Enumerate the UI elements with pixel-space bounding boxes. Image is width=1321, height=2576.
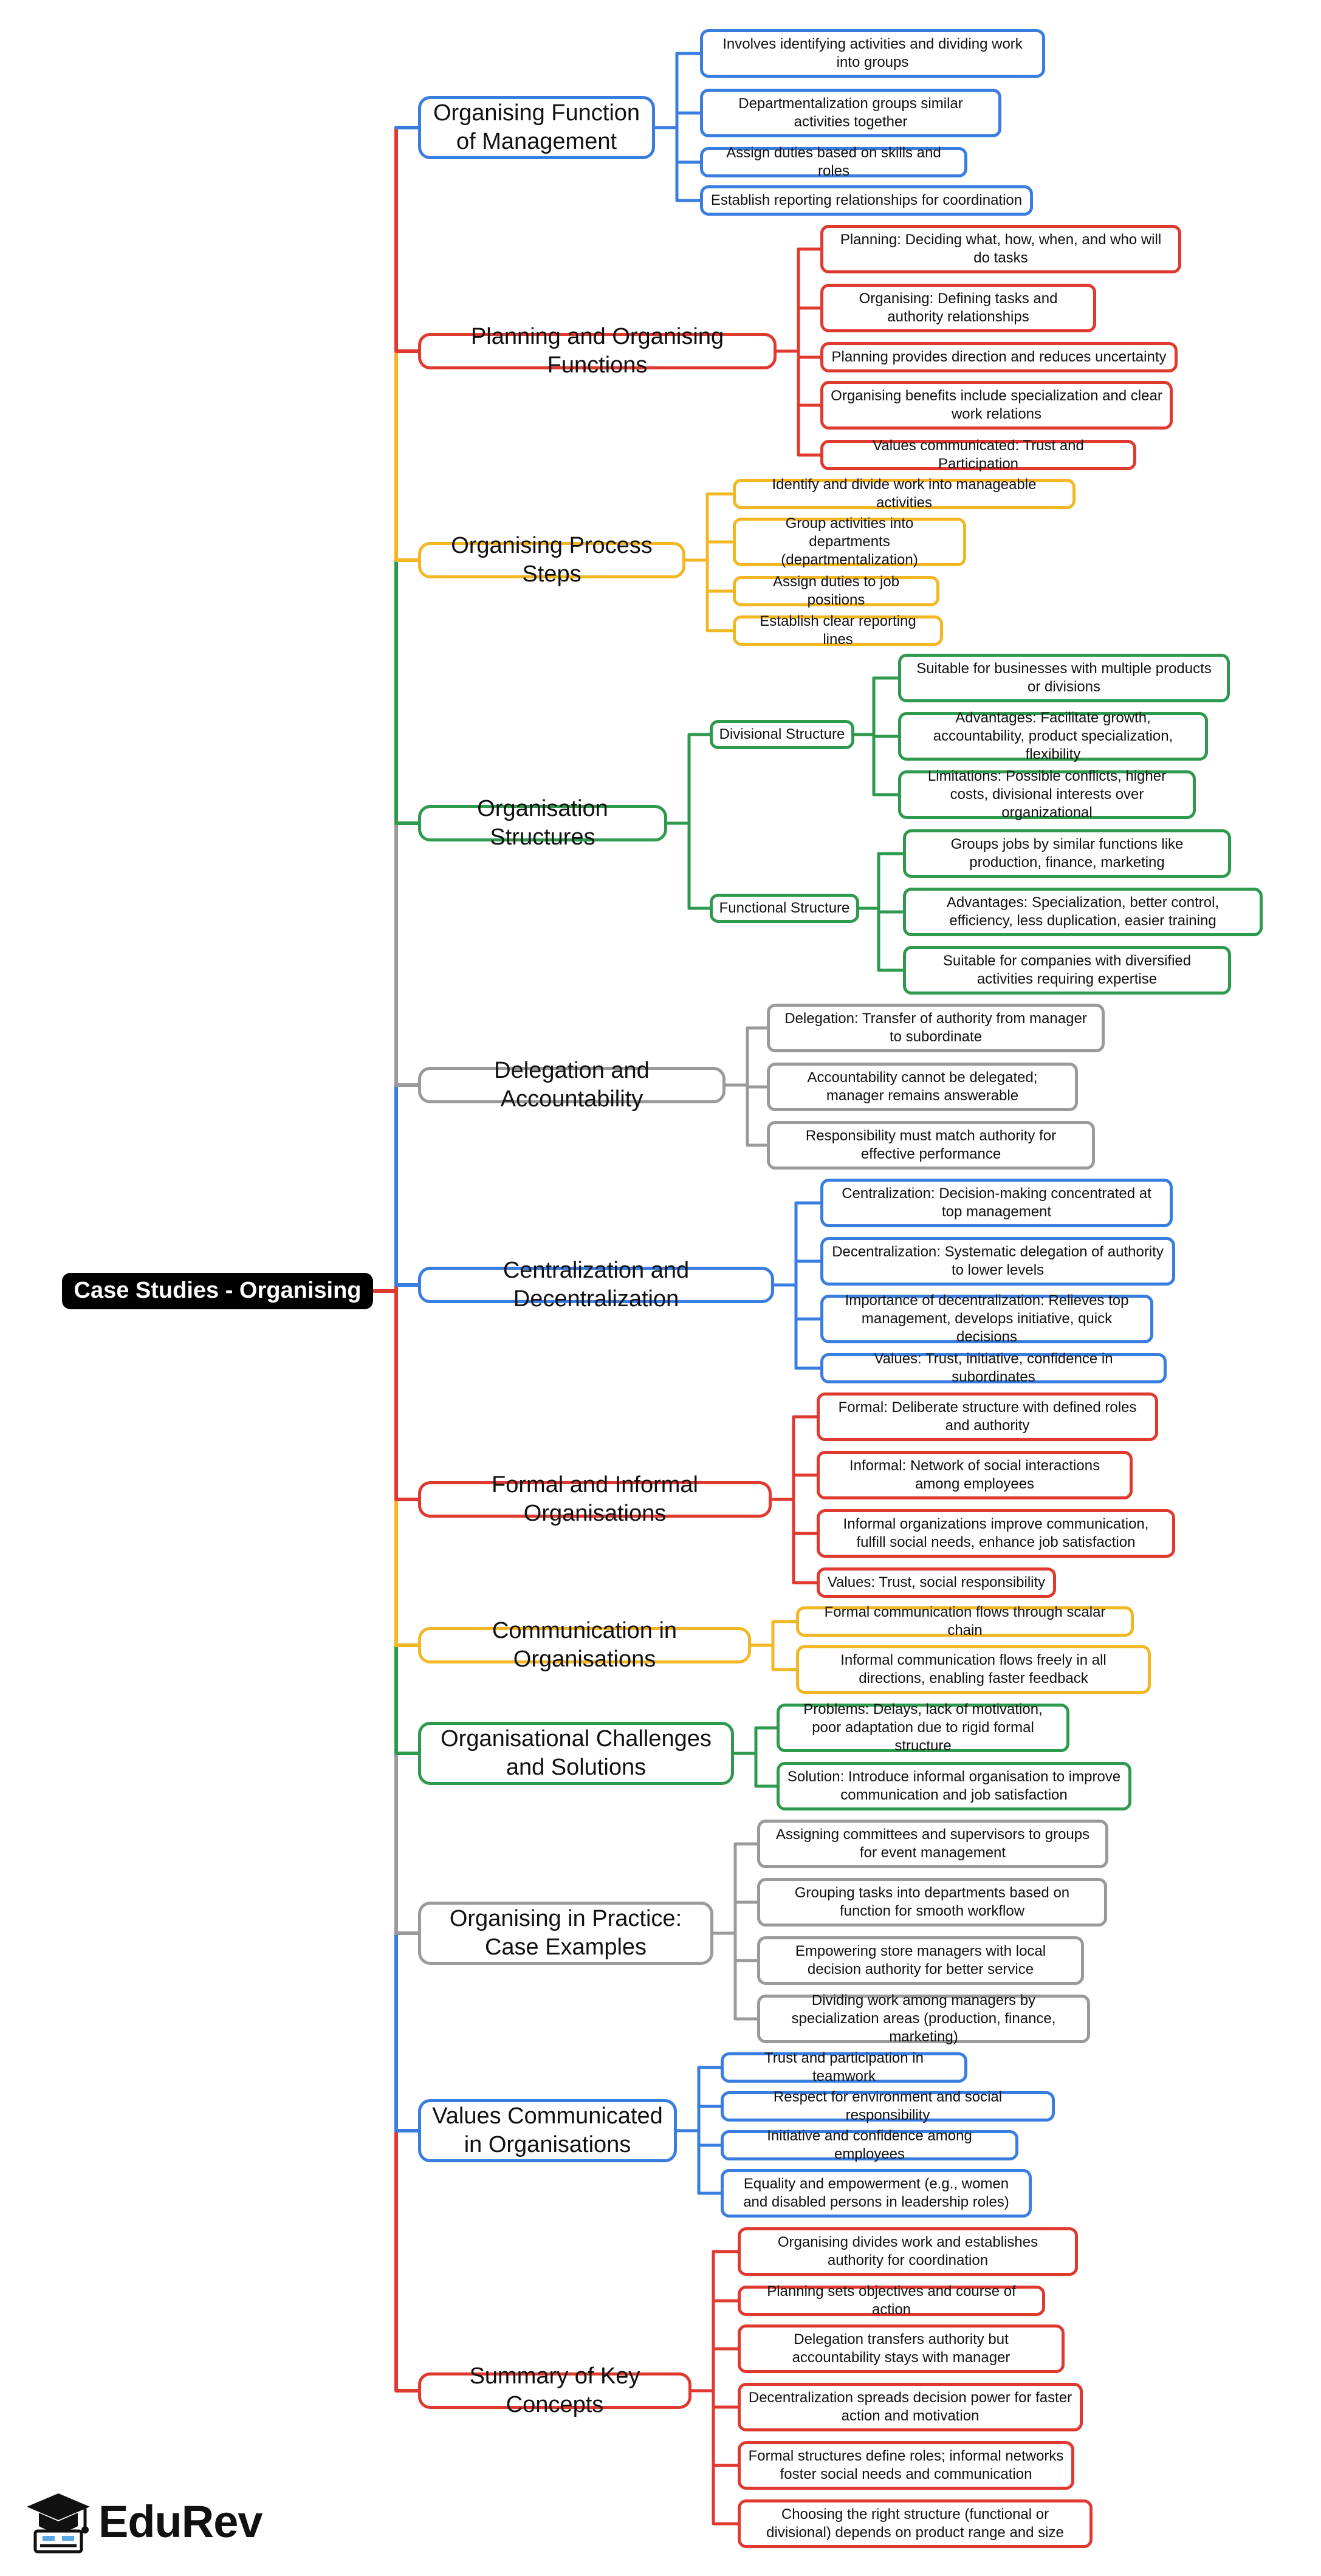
edurev-logo: EduRev	[22, 2489, 277, 2555]
leaf-node: Dividing work among managers by speciali…	[757, 1992, 1090, 2045]
topic-node: Organising in Practice: Case Examples	[418, 1902, 713, 1965]
leaf-node: Respect for environment and social respo…	[721, 2089, 1055, 2123]
topic-node: Formal and Informal Organisations	[418, 1472, 772, 1526]
leaf-node: Grouping tasks into departments based on…	[757, 1878, 1107, 1927]
leaf-node: Planning provides direction and reduces …	[820, 342, 1178, 372]
leaf-node: Values: Trust, initiative, confidence in…	[820, 1351, 1167, 1385]
leaf-node: Suitable for companies with diversified …	[903, 946, 1231, 995]
topic-node: Summary of Key Concepts	[418, 2363, 691, 2417]
leaf-node: Values communicated: Trust and Participa…	[820, 437, 1136, 472]
leaf-node: Assign duties based on skills and roles	[700, 145, 967, 179]
leaf-node: Informal organizations improve communica…	[817, 1509, 1175, 1558]
leaf-node: Suitable for businesses with multiple pr…	[898, 654, 1230, 702]
leaf-node: Empowering store managers with local dec…	[757, 1936, 1084, 1985]
leaf-node: Formal communication flows through scala…	[796, 1604, 1134, 1639]
leaf-node: Informal: Network of social interactions…	[817, 1451, 1133, 1499]
leaf-node: Equality and empowerment (e.g., women an…	[721, 2169, 1032, 2218]
leaf-node: Formal: Deliberate structure with define…	[817, 1392, 1158, 1441]
leaf-node: Identify and divide work into manageable…	[733, 476, 1076, 511]
topic-node: Communication in Organisations	[418, 1618, 751, 1672]
leaf-node: Problems: Delays, lack of motivation, po…	[777, 1701, 1069, 1754]
leaf-node: Informal communication flows freely in a…	[796, 1645, 1151, 1694]
leaf-node: Establish clear reporting lines	[733, 613, 943, 648]
leaf-node: Trust and participation in teamwork	[721, 2050, 967, 2084]
brand-name: EduRev	[98, 2496, 263, 2547]
topic-node: Centralization and Decentralization	[418, 1258, 774, 1312]
topic-node: Organisation Structures	[418, 796, 667, 850]
topic-node: Values Communicated in Organisations	[418, 2099, 677, 2162]
leaf-node: Assigning committees and supervisors to …	[757, 1820, 1108, 1868]
topic-node: Organising Function of Management	[418, 96, 655, 159]
leaf-node: Involves identifying activities and divi…	[700, 29, 1045, 78]
leaf-node: Decentralization spreads decision power …	[738, 2383, 1083, 2431]
topic-node: Planning and Organising Functions	[418, 324, 777, 378]
leaf-node: Choosing the right structure (functional…	[738, 2499, 1093, 2548]
leaf-node: Initiative and confidence among employee…	[721, 2128, 1018, 2162]
leaf-node: Decentralization: Systematic delegation …	[820, 1237, 1175, 1286]
leaf-node: Delegation transfers authority but accou…	[738, 2324, 1065, 2373]
leaf-node: Advantages: Facilitate growth, accountab…	[898, 710, 1208, 762]
leaf-node: Responsibility must match authority for …	[767, 1121, 1095, 1170]
leaf-node: Group activities into departments (depar…	[733, 515, 966, 568]
leaf-node: Departmentalization groups similar activ…	[700, 89, 1001, 137]
leaf-node: Establish reporting relationships for co…	[700, 185, 1033, 216]
leaf-node: Values: Trust, social responsibility	[817, 1567, 1056, 1598]
leaf-node: Assign duties to job positions	[733, 574, 939, 608]
leaf-node: Centralization: Decision-making concentr…	[820, 1179, 1173, 1227]
leaf-node: Solution: Introduce informal organisatio…	[777, 1762, 1131, 1810]
leaf-node: Planning: Deciding what, how, when, and …	[820, 225, 1181, 273]
leaf-node: Limitations: Possible conflicts, higher …	[898, 768, 1196, 821]
topic-node: Organisational Challenges and Solutions	[418, 1722, 734, 1785]
leaf-node: Advantages: Specialization, better contr…	[903, 888, 1263, 936]
leaf-node: Groups jobs by similar functions like pr…	[903, 829, 1231, 878]
subtopic-node: Functional Structure	[710, 894, 859, 923]
graduation-cap-logo-icon	[27, 2493, 90, 2554]
leaf-node: Organising benefits include specializati…	[820, 381, 1173, 430]
topic-node: Delegation and Accountability	[418, 1058, 726, 1112]
leaf-node: Organising: Defining tasks and authority…	[820, 284, 1096, 332]
leaf-node: Planning sets objectives and course of a…	[738, 2283, 1045, 2318]
leaf-node: Delegation: Transfer of authority from m…	[767, 1004, 1105, 1052]
leaf-node: Organising divides work and establishes …	[738, 2227, 1078, 2276]
topic-node: Organising Process Steps	[418, 533, 685, 587]
leaf-node: Formal structures define roles; informal…	[738, 2441, 1074, 2490]
root-node: Case Studies - Organising	[62, 1273, 373, 1309]
leaf-node: Importance of decentralization: Relieves…	[820, 1292, 1153, 1345]
subtopic-node: Divisional Structure	[710, 720, 854, 749]
leaf-node: Accountability cannot be delegated; mana…	[767, 1063, 1078, 1111]
